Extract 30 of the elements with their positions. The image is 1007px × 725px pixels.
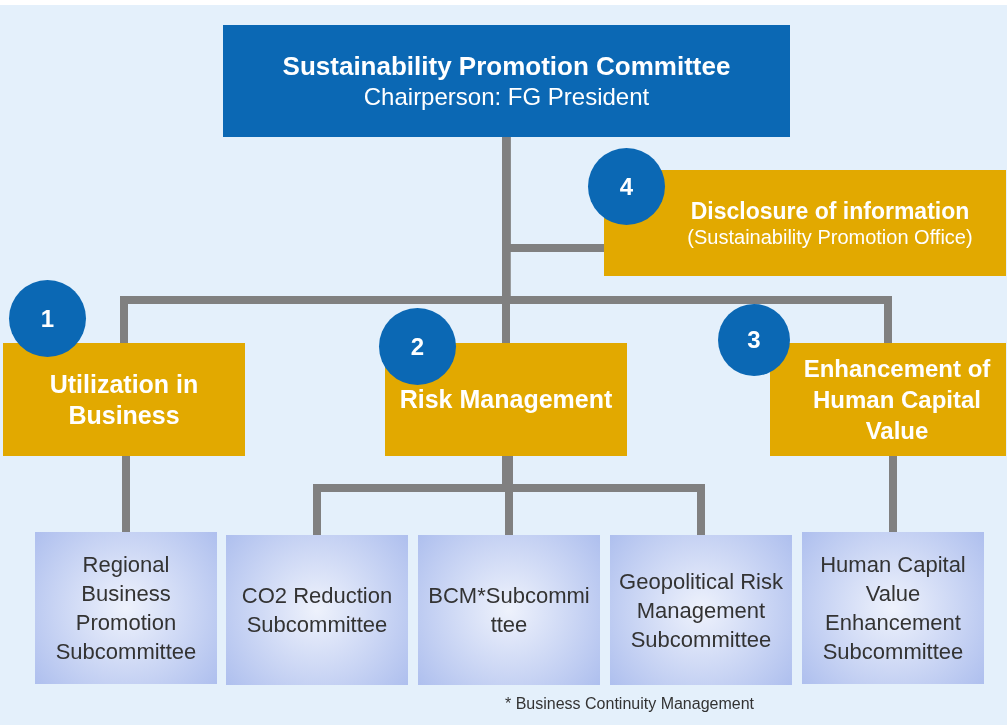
number-text: 1 [40, 303, 55, 334]
theme-box [770, 343, 1006, 456]
footnote: * Business Continuity Management [505, 694, 755, 714]
subcommittee-box [802, 532, 984, 684]
number-text: 2 [410, 331, 425, 362]
office-box [604, 170, 1006, 276]
subcommittee-name: BCM*Subcommittee [427, 582, 591, 639]
office-title: Disclosure of information [690, 196, 970, 225]
subcommittee-box [35, 532, 217, 684]
subcommittee-name: Geopolitical Risk Management Subcommittee [618, 567, 784, 654]
subcommittee-name: CO2 Reduction Subcommittee [240, 582, 394, 639]
theme-box [3, 343, 245, 456]
theme-title: Enhancement of Human Capital Value [802, 354, 992, 446]
number-text: 4 [619, 171, 634, 202]
subcommittee-box [226, 535, 408, 685]
number-text: 3 [747, 325, 761, 355]
subcommittee-name: Regional Business Promotion Subcommittee [54, 551, 198, 666]
connector-line [505, 456, 513, 535]
connector-line [502, 137, 510, 343]
chairperson-text: Chairperson: FG President [363, 82, 650, 112]
committee-box [223, 25, 790, 137]
subcommittee-box [418, 535, 600, 685]
subcommittee-box [610, 535, 792, 685]
connector-line [889, 456, 897, 532]
theme-title: Risk Management [399, 384, 613, 415]
connector-line [122, 456, 130, 532]
office-name: (Sustainability Promotion Office) [687, 224, 973, 250]
theme-title: Utilization in Business [48, 368, 200, 431]
subcommittee-name: Human Capital Value Enhancement Subcommittee [819, 551, 967, 666]
committee-title: Sustainability Promotion Committee [282, 50, 731, 82]
